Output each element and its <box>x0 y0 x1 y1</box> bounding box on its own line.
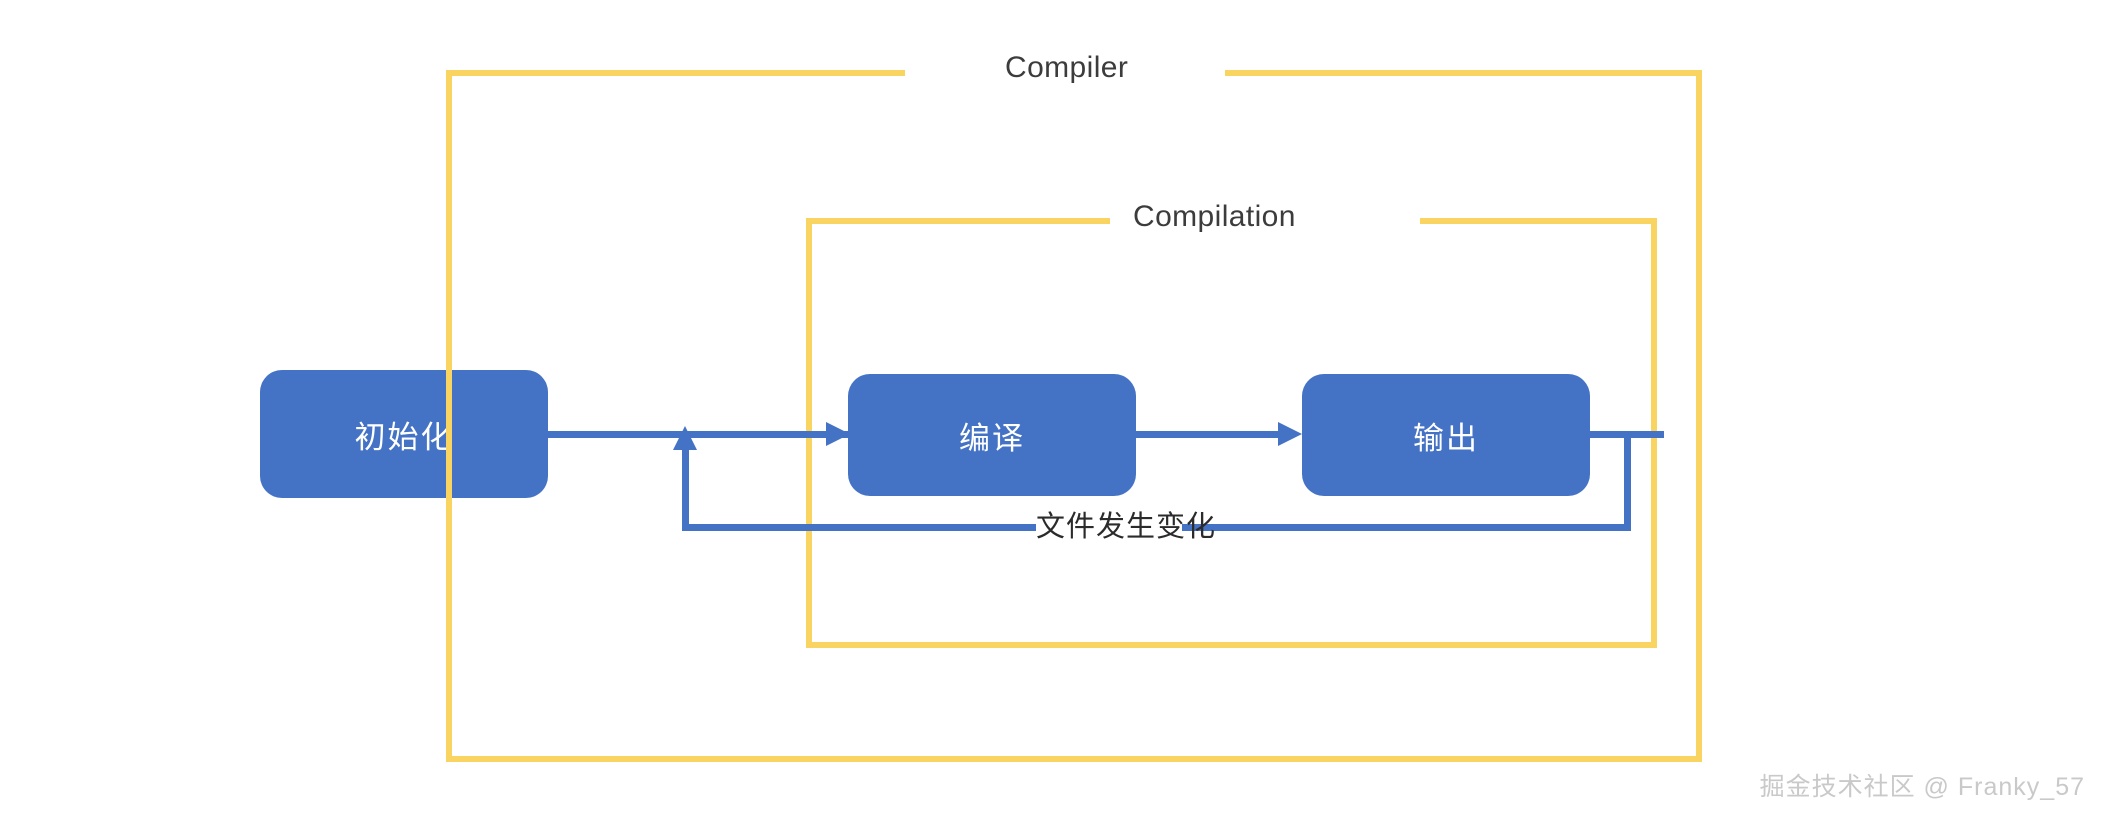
group-frame-compiler-left-edge <box>446 370 452 498</box>
node-output[interactable]: 输出 <box>1302 374 1590 496</box>
edge-loop-segment-up <box>682 438 689 531</box>
edge-loop-segment-down <box>1624 431 1631 531</box>
group-label-gap-compiler <box>905 62 1225 84</box>
edge-loop-label: 文件发生变化 <box>1036 503 1215 545</box>
group-label-compiler: Compiler <box>1005 51 1129 84</box>
node-init[interactable]: 初始化 <box>260 370 548 498</box>
edge-init-to-compile-arrowhead-icon <box>826 422 850 446</box>
watermark: 掘金技术社区 @ Franky_57 <box>1759 773 2085 801</box>
edge-loop-segment-bottom-right <box>1180 524 1631 531</box>
edge-compile-to-output-line <box>1136 431 1278 438</box>
edge-init-to-compile-line <box>548 431 848 438</box>
edge-loop-arrowhead-icon <box>673 426 697 450</box>
edge-loop-segment-bottom-left <box>682 524 1036 531</box>
group-label-compilation: Compilation <box>1133 200 1296 233</box>
edge-compile-to-output-arrowhead-icon <box>1278 422 1302 446</box>
node-compile[interactable]: 编译 <box>848 374 1136 496</box>
group-label-gap-compilation <box>1110 210 1420 232</box>
